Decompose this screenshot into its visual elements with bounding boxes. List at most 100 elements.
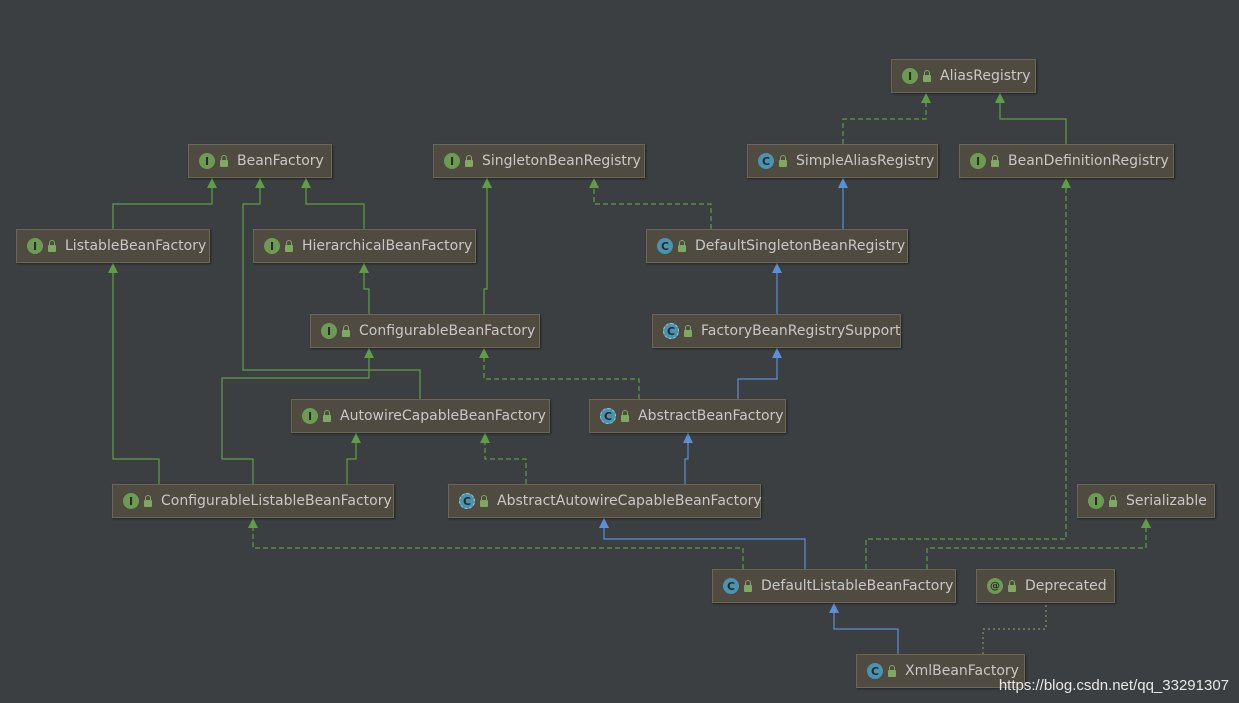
edge-iface-impl-11 bbox=[483, 348, 640, 399]
arrowhead-6 bbox=[364, 348, 374, 358]
node-AbstractAutowireCapableBeanFactory[interactable]: C AbstractAutowireCapableBeanFactory bbox=[448, 484, 762, 518]
node-label: AbstractAutowireCapableBeanFactory bbox=[497, 493, 762, 509]
arrowhead-19 bbox=[683, 433, 693, 443]
edge-class-20 bbox=[603, 518, 806, 569]
node-ConfigurableBeanFactory[interactable]: I ConfigurableBeanFactory bbox=[310, 314, 540, 348]
public-lock-icon bbox=[285, 239, 293, 252]
public-lock-icon bbox=[684, 324, 692, 337]
node-ListableBeanFactory[interactable]: I ListableBeanFactory bbox=[16, 229, 210, 263]
node-label: FactoryBeanRegistrySupport bbox=[701, 323, 901, 339]
public-lock-icon bbox=[779, 154, 787, 167]
arrowhead-16 bbox=[838, 178, 848, 188]
node-SingletonBeanRegistry[interactable]: I SingletonBeanRegistry bbox=[433, 144, 645, 178]
interface-icon: I bbox=[902, 68, 918, 84]
interface-icon: I bbox=[123, 493, 139, 509]
interface-icon: I bbox=[970, 153, 986, 169]
node-BeanFactory[interactable]: I BeanFactory bbox=[188, 144, 332, 178]
arrowhead-12 bbox=[480, 433, 490, 443]
edge-iface-impl-14 bbox=[865, 178, 1067, 569]
public-lock-icon bbox=[923, 69, 931, 82]
node-label: AbstractBeanFactory bbox=[638, 408, 784, 424]
node-label: ConfigurableBeanFactory bbox=[359, 323, 536, 339]
edge-iface-2 bbox=[363, 263, 370, 314]
arrowhead-5 bbox=[108, 263, 118, 273]
edge-iface-4 bbox=[242, 178, 421, 399]
interface-icon: I bbox=[444, 153, 460, 169]
node-DefaultSingletonBeanRegistry[interactable]: C DefaultSingletonBeanRegistry bbox=[646, 229, 908, 263]
arrowhead-4 bbox=[255, 178, 265, 188]
edge-class-18 bbox=[737, 348, 778, 399]
arrowhead-11 bbox=[479, 348, 489, 358]
interface-icon: I bbox=[264, 238, 280, 254]
node-label: AliasRegistry bbox=[940, 68, 1031, 84]
class-icon: C bbox=[723, 578, 739, 594]
node-label: Deprecated bbox=[1025, 578, 1107, 594]
public-lock-icon bbox=[1008, 579, 1016, 592]
node-label: Serializable bbox=[1126, 493, 1207, 509]
node-label: XmlBeanFactory bbox=[905, 663, 1019, 679]
node-label: DefaultListableBeanFactory bbox=[761, 578, 954, 594]
edge-iface-8 bbox=[999, 93, 1067, 144]
annotation-icon: @ bbox=[987, 578, 1003, 594]
interface-icon: I bbox=[321, 323, 337, 339]
interface-icon: I bbox=[199, 153, 215, 169]
node-AliasRegistry[interactable]: I AliasRegistry bbox=[891, 59, 1036, 93]
edge-iface-impl-13 bbox=[252, 518, 744, 569]
node-Serializable[interactable]: I Serializable bbox=[1077, 484, 1215, 518]
watermark: https://blog.csdn.net/qq_33291307 bbox=[998, 677, 1229, 694]
node-label: BeanDefinitionRegistry bbox=[1008, 153, 1169, 169]
arrowhead-10 bbox=[921, 93, 931, 103]
interface-icon: I bbox=[302, 408, 318, 424]
node-label: ListableBeanFactory bbox=[65, 238, 207, 254]
public-lock-icon bbox=[991, 154, 999, 167]
node-AbstractBeanFactory[interactable]: C AbstractBeanFactory bbox=[589, 399, 786, 433]
node-Deprecated[interactable]: @ Deprecated bbox=[976, 569, 1115, 603]
class-icon: C bbox=[758, 153, 774, 169]
arrowhead-7 bbox=[351, 433, 361, 443]
edge-iface-7 bbox=[346, 433, 357, 484]
node-AutowireCapableBeanFactory[interactable]: I AutowireCapableBeanFactory bbox=[291, 399, 550, 433]
abstract-class-icon: C bbox=[459, 493, 475, 509]
public-lock-icon bbox=[144, 494, 152, 507]
node-label: SingletonBeanRegistry bbox=[482, 153, 641, 169]
public-lock-icon bbox=[621, 409, 629, 422]
interface-icon: I bbox=[27, 238, 43, 254]
node-label: DefaultSingletonBeanRegistry bbox=[695, 238, 906, 254]
public-lock-icon bbox=[48, 239, 56, 252]
node-label: AutowireCapableBeanFactory bbox=[340, 408, 546, 424]
arrowhead-1 bbox=[301, 178, 311, 188]
class-icon: C bbox=[657, 238, 673, 254]
edge-iface-impl-10 bbox=[842, 93, 927, 144]
arrowhead-2 bbox=[359, 263, 369, 273]
node-label: SimpleAliasRegistry bbox=[796, 153, 935, 169]
public-lock-icon bbox=[744, 579, 752, 592]
node-ConfigurableListableBeanFactory[interactable]: I ConfigurableListableBeanFactory bbox=[112, 484, 394, 518]
node-label: BeanFactory bbox=[237, 153, 324, 169]
interface-icon: I bbox=[1088, 493, 1104, 509]
abstract-class-icon: C bbox=[600, 408, 616, 424]
node-label: ConfigurableListableBeanFactory bbox=[161, 493, 392, 509]
arrowhead-9 bbox=[589, 178, 599, 188]
arrowhead-20 bbox=[599, 518, 609, 528]
public-lock-icon bbox=[342, 324, 350, 337]
node-BeanDefinitionRegistry[interactable]: I BeanDefinitionRegistry bbox=[959, 144, 1174, 178]
arrowhead-17 bbox=[772, 263, 782, 273]
node-SimpleAliasRegistry[interactable]: C SimpleAliasRegistry bbox=[747, 144, 938, 178]
arrowhead-14 bbox=[1061, 178, 1071, 188]
node-DefaultListableBeanFactory[interactable]: C DefaultListableBeanFactory bbox=[712, 569, 956, 603]
edge-class-19 bbox=[684, 433, 689, 484]
arrowhead-8 bbox=[995, 93, 1005, 103]
public-lock-icon bbox=[1109, 494, 1117, 507]
arrowhead-15 bbox=[1141, 518, 1151, 528]
public-lock-icon bbox=[678, 239, 686, 252]
edge-iface-5 bbox=[112, 263, 160, 484]
arrowhead-3 bbox=[482, 178, 492, 188]
edge-iface-impl-12 bbox=[484, 433, 527, 484]
public-lock-icon bbox=[465, 154, 473, 167]
public-lock-icon bbox=[888, 664, 896, 677]
